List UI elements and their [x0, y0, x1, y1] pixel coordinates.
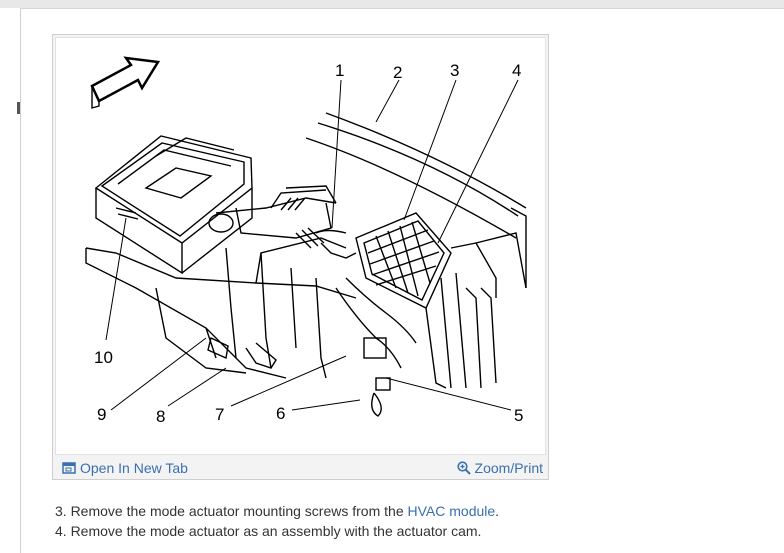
step-3-suffix: . — [495, 503, 500, 519]
gutter-marker — [17, 102, 20, 114]
zoom-print-link[interactable]: Zoom/Print — [456, 460, 543, 476]
callout-5: 5 — [514, 406, 523, 425]
callout-3: 3 — [450, 61, 459, 80]
hvac-line-drawing: 1 2 3 4 5 6 7 8 9 10 — [85, 56, 527, 426]
callout-10: 10 — [94, 348, 113, 367]
step-4: 4. Remove the mode actuator as an assemb… — [55, 521, 499, 541]
callout-4: 4 — [512, 61, 521, 80]
open-in-new-tab-label: Open In New Tab — [80, 460, 188, 476]
figure-toolbar: Open In New Tab Zoom/Print — [53, 457, 548, 479]
diagram-figure: 1 2 3 4 5 6 7 8 9 10 Open In New Tab Zoo… — [52, 34, 549, 480]
callout-2: 2 — [393, 63, 402, 82]
open-new-tab-icon — [62, 462, 76, 474]
procedure-steps: 3. Remove the mode actuator mounting scr… — [55, 501, 499, 541]
direction-arrow-icon — [90, 56, 161, 109]
callout-7: 7 — [215, 405, 224, 424]
step-3-text: 3. Remove the mode actuator mounting scr… — [55, 503, 408, 519]
callout-1: 1 — [335, 61, 344, 80]
hvac-module-link[interactable]: HVAC module — [407, 503, 496, 519]
step-4-text: 4. Remove the mode actuator as an assemb… — [55, 523, 482, 539]
callout-9: 9 — [97, 405, 106, 424]
callout-6: 6 — [276, 404, 285, 423]
open-in-new-tab-link[interactable]: Open In New Tab — [62, 460, 188, 476]
step-3: 3. Remove the mode actuator mounting scr… — [55, 501, 499, 521]
zoom-print-label: Zoom/Print — [474, 460, 543, 476]
left-gutter — [0, 8, 21, 553]
zoom-magnifier-icon — [456, 461, 471, 475]
browser-top-bar — [0, 0, 784, 9]
hvac-diagram-image[interactable]: 1 2 3 4 5 6 7 8 9 10 — [55, 37, 546, 455]
callout-8: 8 — [156, 407, 165, 426]
